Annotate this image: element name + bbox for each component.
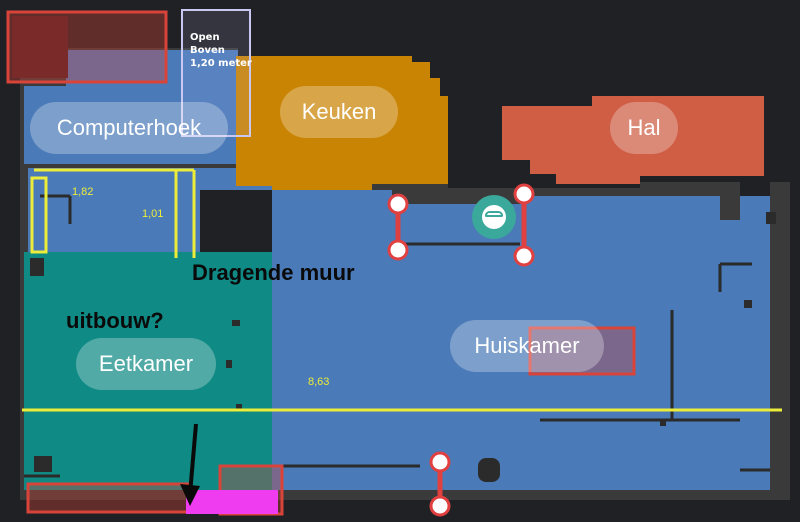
measurement-3: 8,63 — [308, 376, 330, 388]
annotation-red-bottomleft — [26, 482, 192, 514]
open-note-line2: Boven — [190, 45, 225, 56]
obstacles — [30, 212, 776, 482]
room-corridor-gap — [200, 190, 274, 252]
robot-vacuum-icon[interactable] — [472, 195, 516, 239]
label-dragende-muur: Dragende muur — [192, 260, 355, 285]
annotation-yellow — [22, 168, 782, 412]
open-note: Open Boven 1,20 meter — [190, 31, 252, 70]
door-marker-2[interactable] — [513, 183, 535, 267]
open-note-line1: Open — [190, 32, 220, 43]
arrow-down-icon — [180, 423, 200, 506]
door-marker-1[interactable] — [387, 193, 409, 261]
room-computerhoek[interactable] — [24, 86, 236, 164]
robot-face — [482, 205, 506, 229]
measurement-1: 1,82 — [72, 186, 94, 198]
label-uitbouw: uitbouw? — [66, 308, 164, 333]
room-label-huiskamer[interactable]: Huiskamer — [450, 320, 604, 372]
annotation-red-huiskamer — [528, 326, 636, 376]
room-label-eetkamer[interactable]: Eetkamer — [76, 338, 216, 390]
room-eetkamer[interactable] — [24, 252, 272, 490]
open-note-line3: 1,20 meter — [190, 58, 252, 69]
annotation-magenta — [186, 490, 278, 514]
measurement-2: 1,01 — [142, 208, 164, 220]
door-marker-3[interactable] — [429, 451, 451, 517]
annotation-red-topleft-inner — [12, 16, 68, 78]
room-hal[interactable] — [502, 96, 764, 184]
room-label-hal[interactable]: Hal — [610, 102, 678, 154]
room-label-computerhoek[interactable]: Computerhoek — [30, 102, 228, 154]
inner-walls — [24, 194, 770, 478]
room-huiskamer[interactable] — [272, 190, 770, 490]
room-keuken[interactable] — [236, 56, 448, 194]
room-label-keuken[interactable]: Keuken — [280, 86, 398, 138]
annotation-open-box — [181, 9, 251, 137]
